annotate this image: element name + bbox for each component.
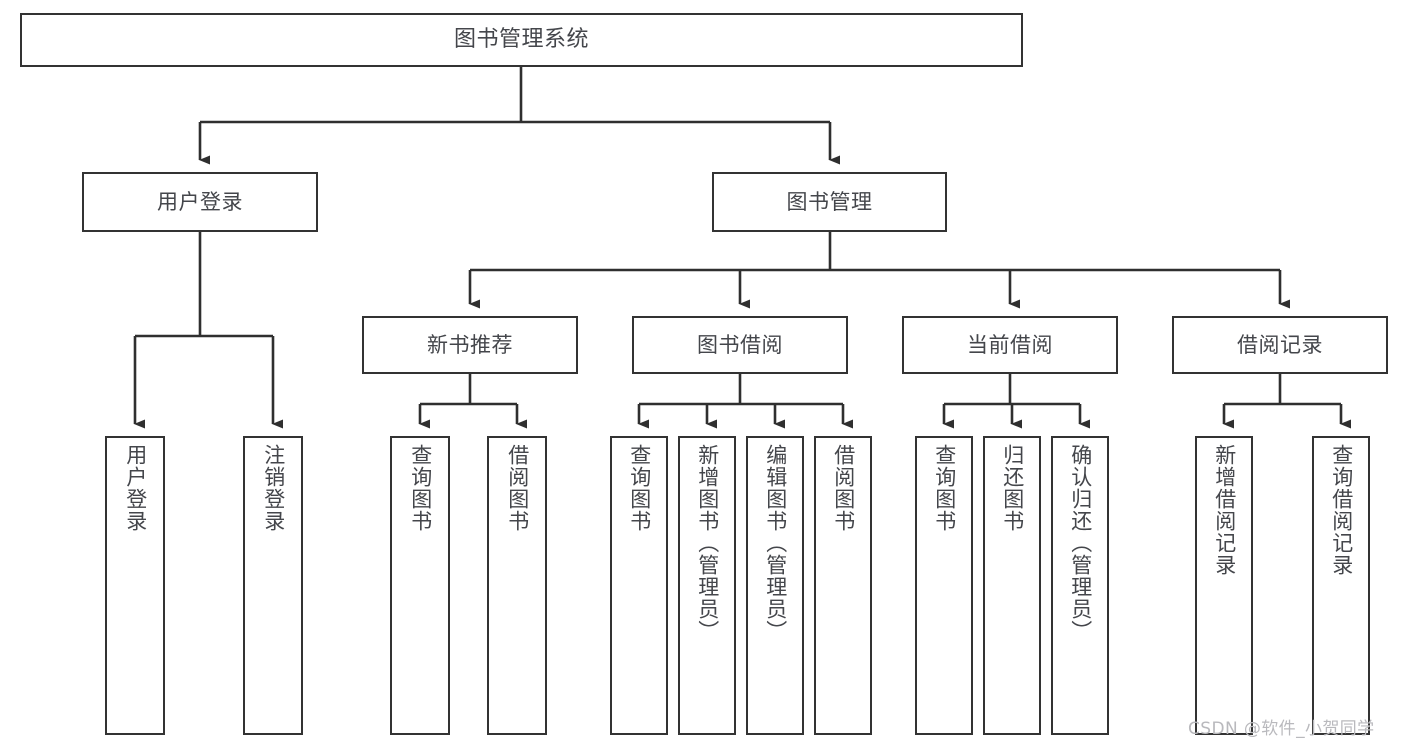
- node-leaf-confirm-return[interactable]: 确认归还（管理员）: [1051, 436, 1109, 735]
- node-label: 图书管理: [786, 189, 873, 214]
- node-label: 图书借阅: [697, 332, 783, 357]
- node-label: 注销登录: [261, 444, 286, 532]
- csdn-watermark: CSDN @软件_小贺同学: [1188, 719, 1375, 739]
- node-leaf-query-book-1[interactable]: 查询图书: [390, 436, 450, 735]
- node-leaf-query-book-3[interactable]: 查询图书: [915, 436, 973, 735]
- node-label: 用户登录: [123, 444, 148, 532]
- node-borrow-record[interactable]: 借阅记录: [1172, 316, 1388, 374]
- node-leaf-add-book[interactable]: 新增图书（管理员）: [678, 436, 736, 735]
- node-leaf-edit-book[interactable]: 编辑图书（管理员）: [746, 436, 804, 735]
- node-leaf-add-record[interactable]: 新增借阅记录: [1195, 436, 1253, 735]
- node-label: 新书推荐: [427, 332, 513, 357]
- node-leaf-user-login[interactable]: 用户登录: [105, 436, 165, 735]
- node-label: 新增图书（管理员）: [695, 444, 720, 642]
- node-label: 借阅图书: [831, 444, 856, 532]
- node-label: 当前借阅: [967, 332, 1053, 357]
- node-leaf-borrow-book-2[interactable]: 借阅图书: [814, 436, 872, 735]
- node-label: 查询借阅记录: [1329, 444, 1354, 576]
- node-root-system[interactable]: 图书管理系统: [20, 13, 1023, 67]
- node-label: 借阅记录: [1237, 332, 1323, 357]
- node-label: 确认归还（管理员）: [1068, 444, 1093, 642]
- node-leaf-query-book-2[interactable]: 查询图书: [610, 436, 668, 735]
- node-book-manage[interactable]: 图书管理: [712, 172, 947, 232]
- node-leaf-logout[interactable]: 注销登录: [243, 436, 303, 735]
- node-label: 归还图书: [1000, 444, 1025, 532]
- node-label: 新增借阅记录: [1212, 444, 1237, 576]
- node-leaf-query-record[interactable]: 查询借阅记录: [1312, 436, 1370, 735]
- node-user-login[interactable]: 用户登录: [82, 172, 318, 232]
- node-label: 查询图书: [408, 444, 433, 532]
- node-book-borrow[interactable]: 图书借阅: [632, 316, 848, 374]
- node-label: 编辑图书（管理员）: [763, 444, 788, 642]
- node-leaf-return-book[interactable]: 归还图书: [983, 436, 1041, 735]
- node-label: 图书管理系统: [453, 27, 589, 53]
- node-label: 用户登录: [157, 189, 243, 214]
- node-label: 借阅图书: [505, 444, 530, 532]
- node-current-borrow[interactable]: 当前借阅: [902, 316, 1118, 374]
- node-label: 查询图书: [932, 444, 957, 532]
- node-new-book-recommend[interactable]: 新书推荐: [362, 316, 578, 374]
- node-leaf-borrow-book-1[interactable]: 借阅图书: [487, 436, 547, 735]
- node-label: 查询图书: [627, 444, 652, 532]
